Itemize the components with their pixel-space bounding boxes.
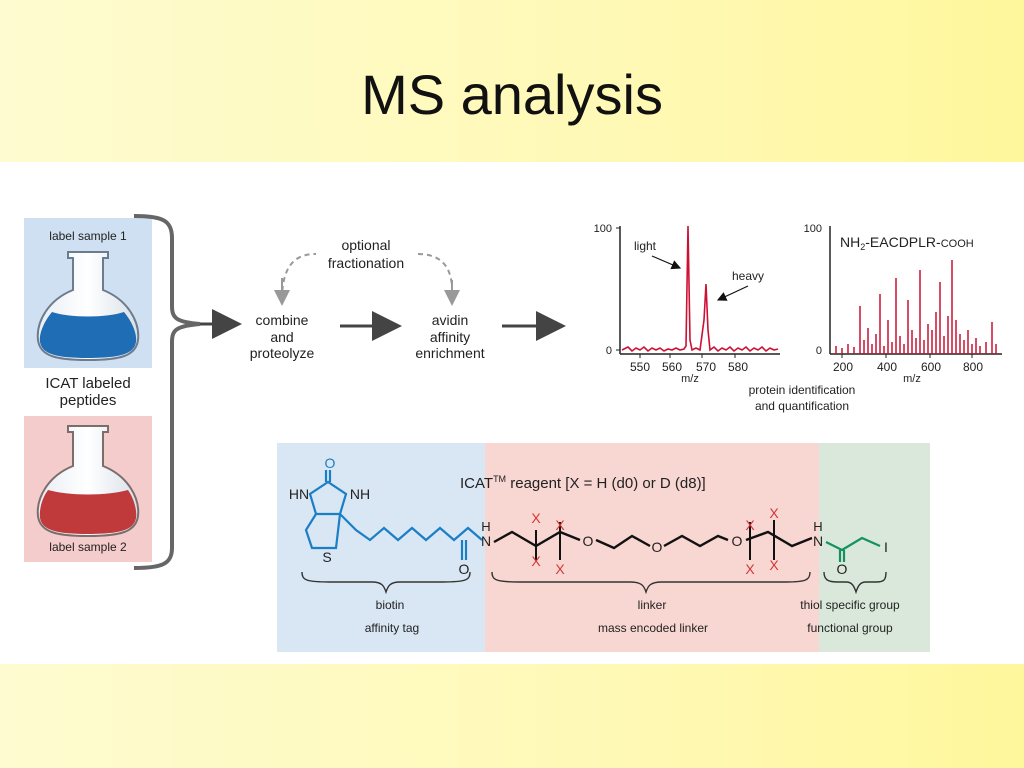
left-tick-1: 550 (630, 360, 650, 374)
thiol-brace (823, 571, 887, 595)
icat-labeled-line1: ICAT labeled (45, 375, 130, 392)
right-xlabel: m/z (903, 373, 921, 385)
flask-1-liquid (39, 312, 137, 358)
dashed-right (417, 253, 453, 291)
label-sample-2: label sample 2 (49, 540, 127, 554)
atom-o-biotin: O (325, 455, 336, 471)
icat-labeled-line2: peptides (60, 392, 117, 409)
right-tick-3: 600 (921, 360, 941, 374)
caption-line1: protein identification (749, 383, 856, 397)
atom-nh: NH (350, 486, 370, 502)
icat-reagent-panel: ICATTM reagent [X = H (d0) or D (d8)] O … (277, 443, 930, 652)
title-band (0, 0, 1024, 162)
right-tick-1: 200 (833, 360, 853, 374)
atom-n-left: N (481, 533, 491, 549)
spectrum-right: 100 0 200 400 600 800 m/z (804, 223, 1002, 385)
spectrum-left: 100 0 550 560 570 580 m/z light heavy (594, 223, 780, 385)
atom-s: S (322, 549, 331, 565)
flask-sample-1: label sample 1 (24, 218, 152, 368)
atom-x-6: X (769, 505, 779, 521)
light-arrow (651, 255, 682, 270)
dashed-left (281, 253, 317, 301)
mass-encoded-linker-label: mass encoded linker (598, 621, 708, 635)
linker-brace (491, 571, 811, 595)
thiol-group-label: thiol specific group (800, 598, 900, 612)
left-tick-2: 560 (662, 360, 682, 374)
peptide-sequence: NH2-EACDPLR-COOH (840, 234, 974, 252)
atom-x-1: X (531, 510, 541, 526)
affinity-tag-label: affinity tag (365, 621, 419, 635)
atom-x-2: X (555, 517, 565, 533)
left-ymin: 0 (606, 345, 612, 357)
combine-line1: combine (256, 312, 309, 328)
footer-band (0, 664, 1024, 768)
biotin-label: biotin (376, 598, 405, 612)
label-sample-1: label sample 1 (49, 229, 127, 243)
right-tick-2: 400 (877, 360, 897, 374)
heavy-label: heavy (732, 269, 764, 283)
biotin-brace (301, 571, 471, 595)
atom-x-7: X (745, 561, 755, 577)
reagent-title: ICATTM reagent [X = H (d0) or D (d8)] (460, 474, 706, 492)
functional-group-label: functional group (807, 621, 893, 635)
left-spectrum-trace (621, 225, 779, 353)
right-ymin: 0 (816, 345, 822, 357)
flask-sample-2: label sample 2 (24, 416, 152, 562)
atom-o-link-1: O (583, 533, 594, 549)
optional-label: optional (341, 237, 390, 253)
atom-x-3: X (531, 553, 541, 569)
heavy-arrow (716, 285, 749, 301)
left-tick-3: 570 (696, 360, 716, 374)
slide-title: MS analysis (361, 63, 663, 126)
atom-o-link-3: O (732, 533, 743, 549)
atom-x-5: X (745, 517, 755, 533)
left-ymax: 100 (594, 223, 612, 235)
atom-h-left: H (481, 519, 490, 534)
linker-label: linker (638, 598, 667, 612)
atom-x-8: X (769, 557, 779, 573)
atom-n-right: N (813, 533, 823, 549)
right-tick-4: 800 (963, 360, 983, 374)
combine-line3: proteolyze (250, 345, 315, 361)
atom-o-link-2: O (652, 539, 663, 555)
flask-2-liquid (39, 490, 137, 534)
left-tick-4: 580 (728, 360, 748, 374)
linker-region (485, 443, 819, 652)
atom-o-amide: O (459, 561, 470, 577)
light-label: light (634, 239, 657, 253)
fractionation-label: fractionation (328, 255, 404, 271)
right-ymax: 100 (804, 223, 822, 235)
caption-line2: and quantification (755, 399, 849, 413)
right-spectrum-peaks (835, 260, 997, 354)
atom-hn: HN (289, 486, 309, 502)
biotin-structure (304, 470, 483, 560)
atom-o-thiol: O (837, 561, 848, 577)
avidin-line2: affinity (430, 329, 470, 345)
atom-h-right: H (813, 519, 822, 534)
atom-x-4: X (555, 561, 565, 577)
left-xlabel: m/z (681, 373, 699, 385)
combine-line2: and (270, 329, 293, 345)
avidin-line1: avidin (432, 312, 469, 328)
iodoacetyl-structure (825, 536, 881, 562)
avidin-line3: enrichment (415, 345, 484, 361)
atom-i: I (884, 539, 888, 555)
